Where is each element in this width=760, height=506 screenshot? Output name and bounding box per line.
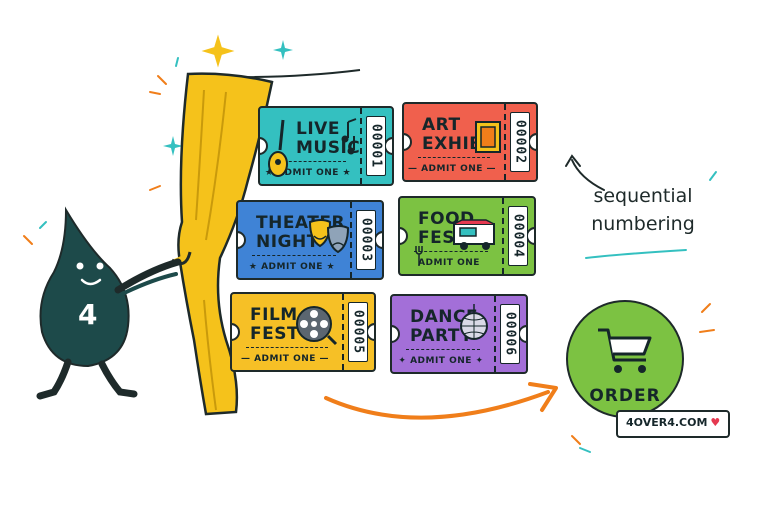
website-tag[interactable]: 4OVER4.COM♥ (616, 410, 731, 438)
music-note-icon (341, 118, 357, 155)
ticket-admit: — ADMIT ONE — (240, 354, 330, 364)
ticket-number-box: 00003 (356, 210, 376, 270)
fork-icon (415, 246, 423, 266)
heart-icon: ♥ (710, 416, 721, 429)
annotation-underline (585, 249, 687, 259)
sparkle-icon (273, 40, 293, 60)
guitar-icon (268, 119, 288, 177)
food-truck-icon (453, 219, 495, 250)
ticket-admit: — ADMIT ONE — (407, 164, 497, 174)
order-arrow (324, 390, 550, 420)
sparkle-icon (163, 136, 183, 156)
disco-ball-icon (460, 304, 488, 340)
ticket-live-music: LIVE MUSIC ★ ADMIT ONE ★ 00001 (258, 106, 394, 186)
ticket-number: 00003 (358, 217, 374, 263)
ticket-title: LIVE MUSIC (296, 119, 361, 158)
note-line-1: sequential (593, 185, 693, 207)
ticket-number: 00001 (368, 123, 384, 169)
ticket-number: 00004 (510, 213, 526, 259)
ticket-number-box: 00001 (366, 116, 386, 176)
sparkle-icon (201, 34, 235, 68)
ticket-theater-night: THEATER NIGHT ★ ADMIT ONE ★ 00003 (236, 200, 384, 280)
ticket-number-box: 00004 (508, 206, 528, 266)
ticket-number: 00005 (350, 309, 366, 355)
ticket-dance-party: DANCE PARTY ✦ ADMIT ONE ✦ 00006 (390, 294, 528, 374)
shopping-cart-icon (598, 328, 652, 373)
note-line-2: numbering (591, 213, 695, 235)
website-label: 4OVER4.COM (626, 416, 708, 429)
framed-painting-icon (475, 121, 501, 153)
order-label: ORDER (589, 386, 661, 406)
annotation-arrow (571, 159, 605, 191)
ticket-number-box: 00002 (510, 112, 530, 172)
ticket-number: 00002 (512, 119, 528, 165)
ticket-admit: ADMIT ONE (418, 258, 480, 268)
theater-masks-icon (308, 219, 350, 254)
doodle-dashes (39, 57, 717, 453)
ticket-admit: ★ ADMIT ONE ★ (248, 262, 336, 272)
ticket-food-fest: FOOD FEST ADMIT ONE 00004 (398, 196, 536, 276)
ticket-art-exhibit: ART EXHIBIT — ADMIT ONE — 00002 (402, 102, 538, 182)
ticket-admit: ★ ADMIT ONE ★ (264, 168, 352, 178)
ticket-title: FILM FEST (250, 305, 300, 344)
ticket-number-box: 00006 (500, 304, 520, 364)
ticket-number-box: 00005 (348, 302, 368, 362)
mascot-character (36, 206, 182, 400)
ticket-number: 00006 (502, 311, 518, 357)
doodle-dashes (23, 75, 715, 445)
order-badge[interactable]: ORDER (566, 300, 684, 418)
sequential-numbering-note: sequential numbering (583, 182, 703, 238)
film-reel-icon (296, 306, 338, 346)
ticket-admit: ✦ ADMIT ONE ✦ (398, 356, 484, 366)
ticket-title: THEATER NIGHT (256, 213, 346, 252)
ticket-film-fest: FILM FEST — ADMIT ONE — 00005 (230, 292, 376, 372)
mascot-number: 4 (78, 298, 98, 331)
